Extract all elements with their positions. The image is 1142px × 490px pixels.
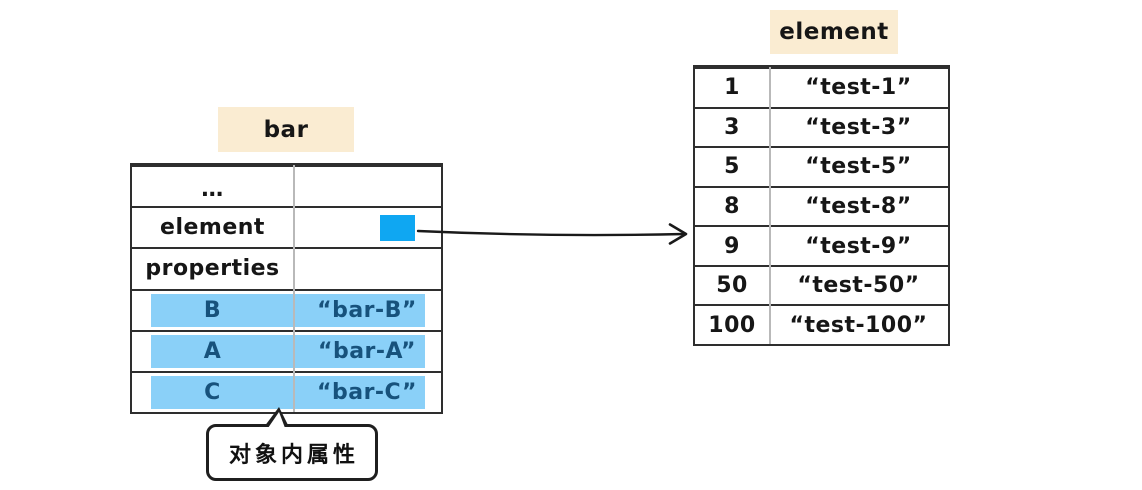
row-value: “test-5”	[805, 154, 912, 180]
row-key: 50	[716, 273, 748, 299]
row-value: “test-3”	[805, 114, 912, 140]
row-key: 8	[724, 194, 740, 220]
row-key: 3	[724, 114, 740, 140]
row-value: “bar-C”	[317, 379, 417, 405]
row-key: 9	[724, 233, 740, 259]
bar-table-row: element	[132, 206, 441, 247]
row-value	[293, 208, 441, 247]
bar-table-title: bar	[218, 107, 354, 152]
callout-bubble: 对象内属性	[206, 407, 378, 481]
element-table-row: 3 “test-3”	[695, 106, 948, 147]
row-key: properties	[145, 256, 280, 282]
row-value	[293, 167, 441, 206]
row-key: …	[201, 177, 224, 203]
bar-table-row: C “bar-C”	[132, 370, 441, 412]
element-table-rows: 1 “test-1” 3 “test-3” 5 “test-5” 8 “test…	[695, 67, 948, 344]
element-table-row: 50 “test-50”	[695, 264, 948, 305]
row-value: “bar-B”	[317, 297, 417, 323]
row-value: “test-1”	[805, 75, 912, 101]
bar-table-row: …	[132, 165, 441, 206]
element-table-row: 1 “test-1”	[695, 67, 948, 107]
row-key: C	[204, 379, 221, 405]
row-value	[293, 249, 441, 288]
element-table-row: 5 “test-5”	[695, 146, 948, 186]
row-key: 5	[724, 154, 740, 180]
highlight-band	[151, 334, 425, 368]
bar-table-row: properties	[132, 247, 441, 288]
pointer-swatch-icon	[380, 214, 415, 241]
element-table-row: 9 “test-9”	[695, 225, 948, 265]
bar-table-row: A “bar-A”	[132, 329, 441, 371]
bar-table: … element properties B “bar-B”	[130, 163, 443, 414]
row-value: “bar-A”	[318, 338, 416, 364]
row-key: B	[203, 297, 222, 323]
bar-table-row: B “bar-B”	[132, 288, 441, 330]
row-value: “test-8”	[805, 194, 912, 220]
element-table-row: 100 “test-100”	[695, 304, 948, 344]
row-key: element	[160, 215, 265, 241]
element-table-row: 8 “test-8”	[695, 185, 948, 226]
row-value: “test-100”	[789, 312, 928, 338]
bar-table-rows: … element properties B “bar-B”	[132, 165, 441, 412]
element-table: 1 “test-1” 3 “test-3” 5 “test-5” 8 “test…	[693, 65, 950, 346]
row-value: “test-9”	[805, 233, 912, 259]
highlight-band	[151, 375, 425, 410]
row-key: 100	[708, 312, 756, 338]
reference-arrow-icon	[415, 212, 699, 256]
element-table-title: element	[770, 10, 898, 54]
highlight-band	[151, 293, 425, 327]
row-key: A	[203, 338, 222, 364]
element-table-column-divider	[769, 67, 771, 344]
bar-table-column-divider	[293, 165, 295, 412]
row-value: “test-50”	[797, 273, 920, 299]
row-key: 1	[724, 75, 740, 101]
